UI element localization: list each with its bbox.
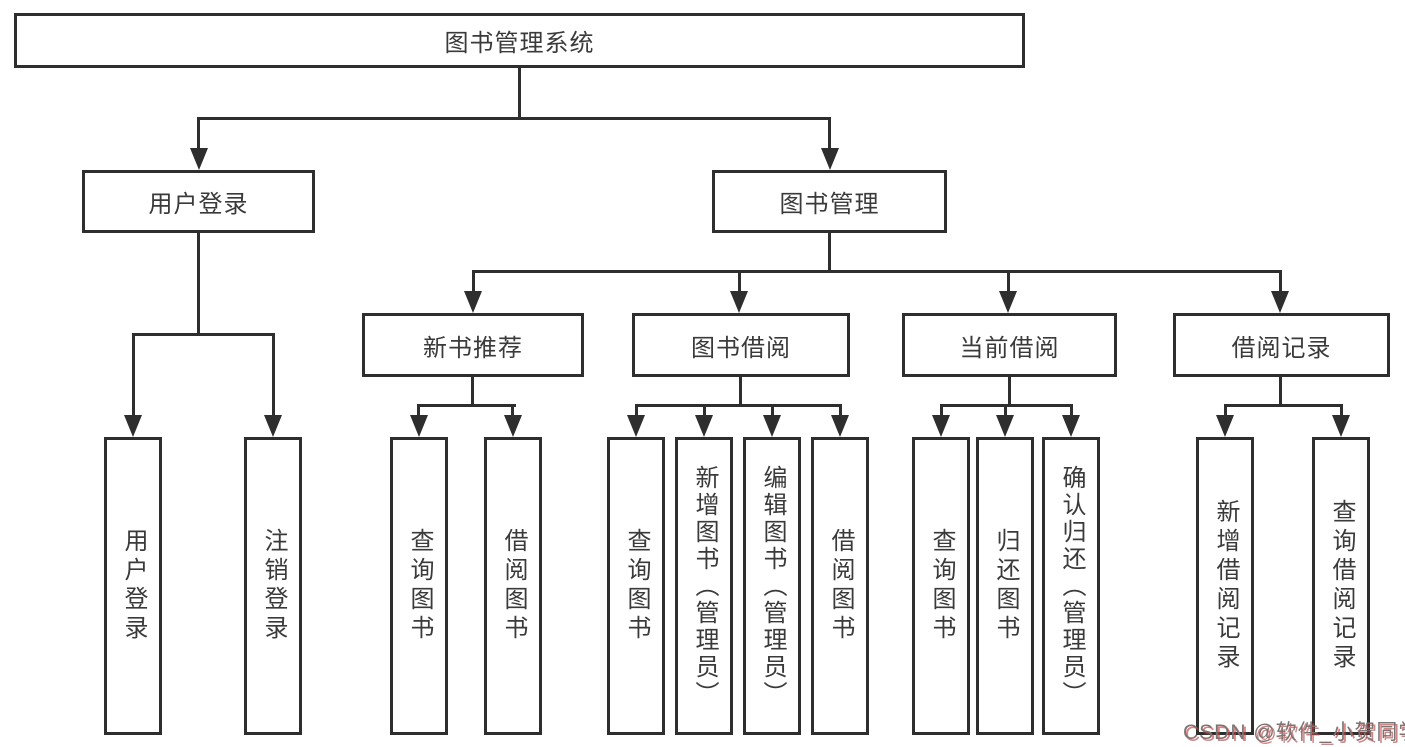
connector-line xyxy=(703,404,706,418)
connector-line xyxy=(1279,375,1282,406)
leaf-user-login: 用户登录 xyxy=(104,437,162,735)
node-current-borrow: 当前借阅 xyxy=(902,313,1117,377)
leaf-add-borrow-record: 新增借阅记录 xyxy=(1196,437,1254,735)
leaf-recommend-borrow-books: 借阅图书 xyxy=(484,437,542,735)
arrowhead-down-icon xyxy=(1216,415,1234,437)
connector-line xyxy=(197,231,200,335)
connector-line xyxy=(197,117,831,120)
connector-line xyxy=(1224,404,1343,407)
node-book-management-label: 图书管理 xyxy=(779,191,880,218)
node-book-management: 图书管理 xyxy=(712,170,947,233)
node-book-borrow: 图书借阅 xyxy=(632,313,850,377)
connector-line xyxy=(132,333,135,417)
connector-line xyxy=(635,404,638,418)
leaf-borrow-query-books-label: 查询图书 xyxy=(623,528,650,644)
arrowhead-down-icon xyxy=(763,415,781,437)
leaf-add-borrow-record-label: 新增借阅记录 xyxy=(1212,499,1239,673)
leaf-return-books-label: 归还图书 xyxy=(992,528,1019,644)
leaf-add-books-admin-label: 新增图书（管理员） xyxy=(691,464,718,708)
leaf-return-books: 归还图书 xyxy=(976,437,1034,735)
arrowhead-down-icon xyxy=(190,148,208,170)
connector-line xyxy=(472,270,475,294)
arrowhead-down-icon xyxy=(410,415,428,437)
arrowhead-down-icon xyxy=(264,415,282,437)
connector-line xyxy=(518,66,521,119)
connector-line xyxy=(839,404,842,418)
leaf-recommend-query-books-label: 查询图书 xyxy=(406,528,433,644)
node-borrow-records: 借阅记录 xyxy=(1173,313,1390,377)
leaf-recommend-borrow-books-label: 借阅图书 xyxy=(500,528,527,644)
leaf-confirm-return-admin: 确认归还（管理员） xyxy=(1042,437,1100,735)
node-library-system-label: 图书管理系统 xyxy=(444,30,595,57)
connector-line xyxy=(1007,270,1010,294)
node-borrow-records-label: 借阅记录 xyxy=(1231,334,1332,362)
arrowhead-down-icon xyxy=(1271,291,1289,313)
connector-line xyxy=(272,333,275,417)
node-user-login-label: 用户登录 xyxy=(148,191,249,218)
node-new-book-recommend-label: 新书推荐 xyxy=(423,334,523,362)
arrowhead-down-icon xyxy=(999,291,1017,313)
arrowhead-down-icon xyxy=(627,415,645,437)
node-user-login: 用户登录 xyxy=(82,170,315,233)
arrowhead-down-icon xyxy=(464,291,482,313)
connector-line xyxy=(828,231,831,272)
connector-line xyxy=(635,404,842,407)
csdn-watermark: CSDN @软件_小贺同学 xyxy=(1183,721,1405,744)
arrowhead-down-icon xyxy=(730,291,748,313)
leaf-confirm-return-admin-label: 确认归还（管理员） xyxy=(1058,464,1085,708)
connector-line xyxy=(739,375,742,406)
node-book-borrow-label: 图书借阅 xyxy=(691,334,791,362)
connector-line xyxy=(511,404,514,418)
leaf-current-query-books-label: 查询图书 xyxy=(928,528,955,644)
arrowhead-down-icon xyxy=(831,415,849,437)
leaf-logout-label: 注销登录 xyxy=(260,528,287,644)
leaf-borrow-query-books: 查询图书 xyxy=(607,437,665,735)
arrowhead-down-icon xyxy=(695,415,713,437)
node-library-system: 图书管理系统 xyxy=(14,13,1025,68)
node-new-book-recommend: 新书推荐 xyxy=(362,313,584,377)
connector-line xyxy=(471,375,474,406)
arrowhead-down-icon xyxy=(504,415,522,437)
connector-line xyxy=(738,270,741,294)
leaf-recommend-query-books: 查询图书 xyxy=(390,437,448,735)
arrowhead-down-icon xyxy=(996,415,1014,437)
leaf-edit-books-admin: 编辑图书（管理员） xyxy=(743,437,801,735)
arrowhead-down-icon xyxy=(1332,415,1350,437)
leaf-current-query-books: 查询图书 xyxy=(912,437,970,735)
leaf-query-borrow-record-label: 查询借阅记录 xyxy=(1328,499,1355,673)
connector-line xyxy=(132,333,275,336)
connector-line xyxy=(1004,404,1007,418)
connector-line xyxy=(1340,404,1343,418)
connector-line xyxy=(1224,404,1227,418)
connector-line xyxy=(1279,270,1282,294)
connector-line xyxy=(197,117,200,151)
connector-line xyxy=(828,117,831,151)
leaf-logout: 注销登录 xyxy=(244,437,302,735)
leaf-user-login-label: 用户登录 xyxy=(120,528,147,644)
connector-line xyxy=(940,404,943,418)
node-current-borrow-label: 当前借阅 xyxy=(959,334,1060,362)
leaf-query-borrow-record: 查询借阅记录 xyxy=(1312,437,1370,735)
connector-line xyxy=(417,404,420,418)
leaf-borrow-books-label: 借阅图书 xyxy=(827,528,854,644)
connector-line xyxy=(472,270,1282,273)
arrowhead-down-icon xyxy=(124,415,142,437)
connector-line xyxy=(771,404,774,418)
arrowhead-down-icon xyxy=(932,415,950,437)
leaf-edit-books-admin-label: 编辑图书（管理员） xyxy=(759,464,786,708)
leaf-borrow-books: 借阅图书 xyxy=(811,437,869,735)
connector-line xyxy=(1008,375,1011,406)
arrowhead-down-icon xyxy=(821,148,839,170)
connector-line xyxy=(417,404,516,407)
leaf-add-books-admin: 新增图书（管理员） xyxy=(675,437,733,735)
arrowhead-down-icon xyxy=(1062,415,1080,437)
connector-line xyxy=(1070,404,1073,418)
